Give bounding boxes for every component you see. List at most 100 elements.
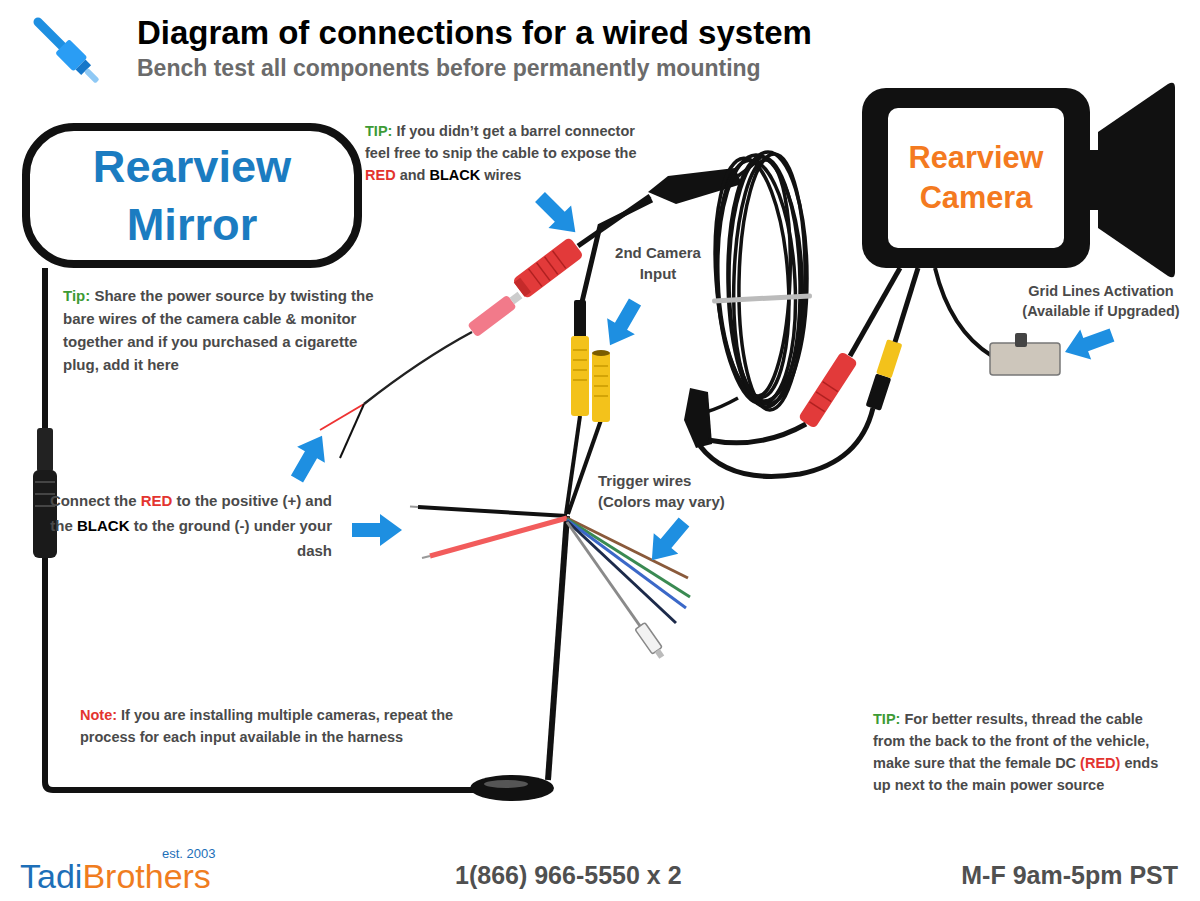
harness-wires-part (568, 420, 601, 514)
part-label-block: Trigger wires (Colors may vary) (598, 470, 748, 512)
power-connectors-part (467, 289, 525, 338)
rca-connectors-part (594, 395, 608, 397)
camera-cables (684, 268, 1060, 476)
brand-year-block: est. 2003 (162, 846, 252, 861)
instruction-note: RED (141, 492, 173, 509)
part-label-block: 2nd Camera Input (606, 242, 710, 284)
mirror-cable-part (548, 516, 567, 780)
tip-note: and (400, 167, 426, 183)
power-connectors-part (340, 404, 364, 458)
camera-cables-part-part (798, 351, 858, 429)
brand-logo: Tadi (20, 857, 82, 895)
tip-note: If you didn’t get a barrel connector fee… (365, 123, 637, 161)
tip-note-block: TIP: For better results, thread the cabl… (873, 708, 1178, 796)
note: Note: (80, 707, 117, 723)
part-label: Grid Lines Activation (Available if Upgr… (1022, 283, 1179, 319)
cable-icon-part (55, 39, 104, 88)
instruction-note: to the ground (-) under your dash (134, 517, 332, 559)
mirror-cable-part (37, 428, 53, 472)
power-connectors (320, 168, 742, 458)
power-connectors-part-part (510, 292, 523, 304)
harness-wires-part (418, 507, 567, 516)
business-hours-block: M-F 9am-5pm PST (860, 860, 1178, 890)
phone-number-block: 1(866) 966-5550 x 2 (455, 860, 745, 890)
rca-connectors-part (592, 352, 610, 422)
camera-cables-part-part (876, 339, 902, 378)
tip-note: (RED) (1080, 755, 1120, 771)
brand-logo-block: TadiBrothers (20, 858, 260, 894)
extension-cable-coil-part (708, 156, 797, 400)
cable-icon-part (38, 22, 62, 46)
power-connectors-part (364, 332, 472, 404)
harness-wires-part (567, 521, 676, 623)
power-connectors-part-part (537, 263, 550, 281)
rca-connectors-part (573, 349, 587, 351)
tip-note: BLACK (429, 167, 480, 183)
rca-connectors-part (571, 336, 589, 416)
camera-cables-part (684, 388, 712, 448)
camera-lens-part (1098, 83, 1175, 278)
camera-panel (888, 108, 1064, 248)
tip-note: Share the power source by twisting the b… (63, 287, 374, 373)
camera-body (862, 88, 1090, 268)
tip-note-block: TIP: If you didn’t get a barrel connecto… (365, 120, 645, 186)
power-connectors-part-part (467, 295, 517, 338)
power-connectors-part (578, 196, 650, 246)
harness-wires-part (635, 623, 667, 661)
note: If you are installing multiple cameras, … (80, 707, 453, 745)
business-hours: M-F 9am-5pm PST (961, 861, 1178, 889)
extension-cable-coil-part (712, 293, 812, 303)
rca-connectors-part (573, 379, 587, 381)
pointer-arrow-part (1060, 320, 1118, 367)
cable-icon-part-part (84, 68, 100, 84)
pointer-arrow-part (529, 186, 587, 244)
harness-wires-part (422, 556, 430, 558)
instruction-note: BLACK (77, 517, 130, 534)
rca-connectors-part (573, 359, 587, 361)
tip-note: wires (484, 167, 521, 183)
extension-cable-coil-part (730, 159, 794, 397)
camera-cables-part (798, 351, 858, 429)
note-block: Note: If you are installing multiple cam… (80, 704, 460, 748)
brand-year: est. 2003 (162, 846, 216, 861)
harness-wires-part (410, 506, 418, 509)
pointer-arrow-part (596, 294, 649, 353)
tip-note: TIP: (873, 711, 900, 727)
pointer-arrow-part (352, 514, 402, 546)
power-connectors-part-part (512, 237, 584, 299)
node-text-area: Rearview Camera (888, 108, 1064, 248)
part-label-block: Grid Lines Activation (Available if Upgr… (1008, 281, 1194, 321)
tip-note: TIP: (365, 123, 392, 139)
camera-cables-part-part (866, 373, 892, 410)
tip-note-block: Tip: Share the power source by twisting … (63, 284, 393, 376)
diagram-title-block: Diagram of connections for a wired syste… (137, 14, 1037, 52)
rca-connectors-part (594, 375, 608, 377)
node-outline (862, 88, 1090, 268)
subtitle-block: Bench test all components before permane… (137, 54, 897, 82)
tip-note: RED (365, 167, 396, 183)
power-connectors-part-part (529, 269, 542, 287)
rca-connectors-part (574, 300, 586, 338)
camera-box: Rearview Camera (862, 88, 1090, 268)
pointer-arrow-part (640, 512, 697, 571)
camera-cables-part (708, 424, 806, 443)
instruction-note-block: Connect the RED to the positive (+) and … (40, 488, 332, 563)
camera-cables-part-part (810, 402, 825, 412)
camera-cables-part (850, 268, 900, 356)
harness-wires-part-part (655, 649, 665, 659)
rca-connectors (571, 200, 652, 422)
harness-wires-part (567, 522, 640, 626)
mirror-cable-part (33, 470, 57, 558)
brand-logo: Brothers (82, 857, 211, 895)
instruction-note: Connect the (50, 492, 137, 509)
power-connectors-part (512, 237, 584, 299)
mirror-cable-part (484, 780, 528, 788)
camera-cables-part (700, 408, 873, 476)
extension-cable-coil-part (706, 398, 738, 412)
pointer-arrow-part (283, 428, 336, 487)
harness-wires (410, 416, 690, 661)
mirror-cable-part (35, 481, 55, 483)
harness-wires-part (430, 518, 567, 556)
camera-cables-part (990, 343, 1060, 375)
